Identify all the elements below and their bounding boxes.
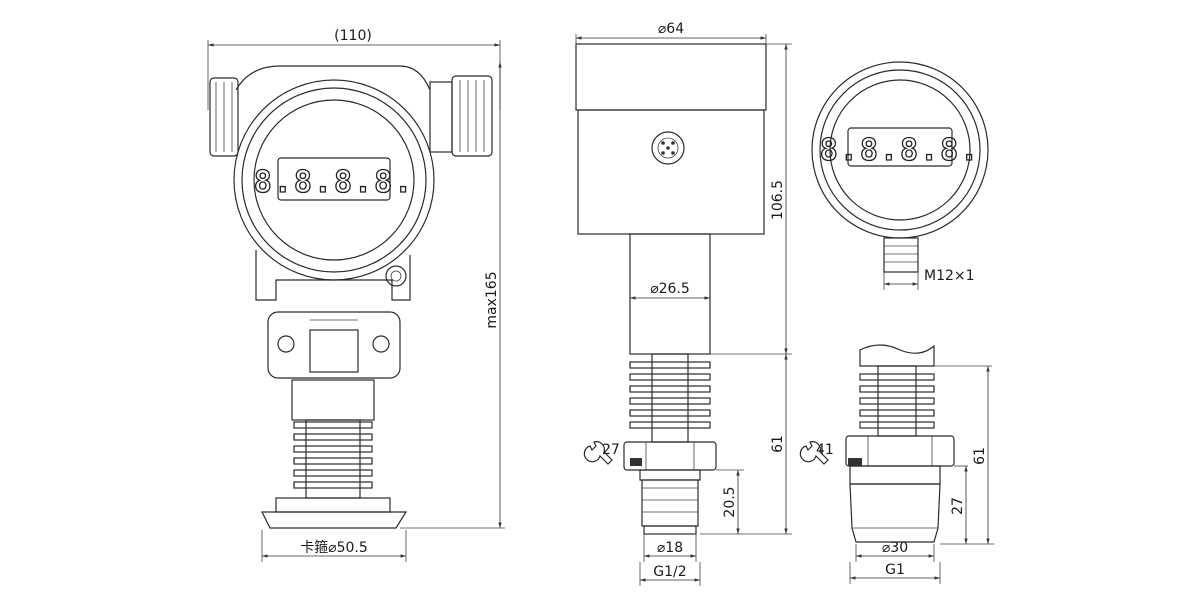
- middle-view: ⌀64 106.5 ⌀26.5: [575, 21, 792, 586]
- right-thread-label: G1: [885, 562, 905, 578]
- right-hex-label: 41: [816, 442, 834, 458]
- left-fins: [293, 421, 373, 489]
- wrench-icon: [583, 441, 613, 465]
- neck-dia-label: ⌀26.5: [650, 281, 690, 297]
- wrench-icon: [799, 441, 829, 465]
- middle-hex-label: 27: [602, 442, 620, 458]
- right-display-digits: 8.8.8.8.: [820, 133, 981, 168]
- width-dim-label: (110): [334, 28, 372, 44]
- thread-label: G1/2: [653, 564, 686, 580]
- thread-len-label: 20.5: [722, 486, 738, 517]
- right-total-height-label: 61: [972, 447, 988, 465]
- left-view: (110) max165 8.8.8.8.: [207, 28, 505, 562]
- head-dia-label: ⌀64: [658, 21, 684, 37]
- left-display-digits: 8.8.8.8.: [254, 165, 415, 200]
- right-bottom-view: 41 61 27 ⌀30 G1: [799, 344, 994, 584]
- tip-dia-label: ⌀18: [657, 540, 683, 556]
- right-fins: [859, 373, 935, 429]
- clamp-dim-label: 卡箍⌀50.5: [300, 539, 368, 556]
- head-height-label: 106.5: [770, 180, 786, 220]
- right-tip-dia-label: ⌀30: [882, 540, 908, 556]
- right-top-view: 8.8.8.8. M12×1: [811, 61, 989, 290]
- middle-fins: [629, 361, 711, 429]
- right-thread-len-label: 27: [950, 497, 966, 515]
- lower-height-label: 61: [770, 435, 786, 453]
- connector-label: M12×1: [924, 268, 975, 284]
- height-dim-label: max165: [484, 271, 500, 328]
